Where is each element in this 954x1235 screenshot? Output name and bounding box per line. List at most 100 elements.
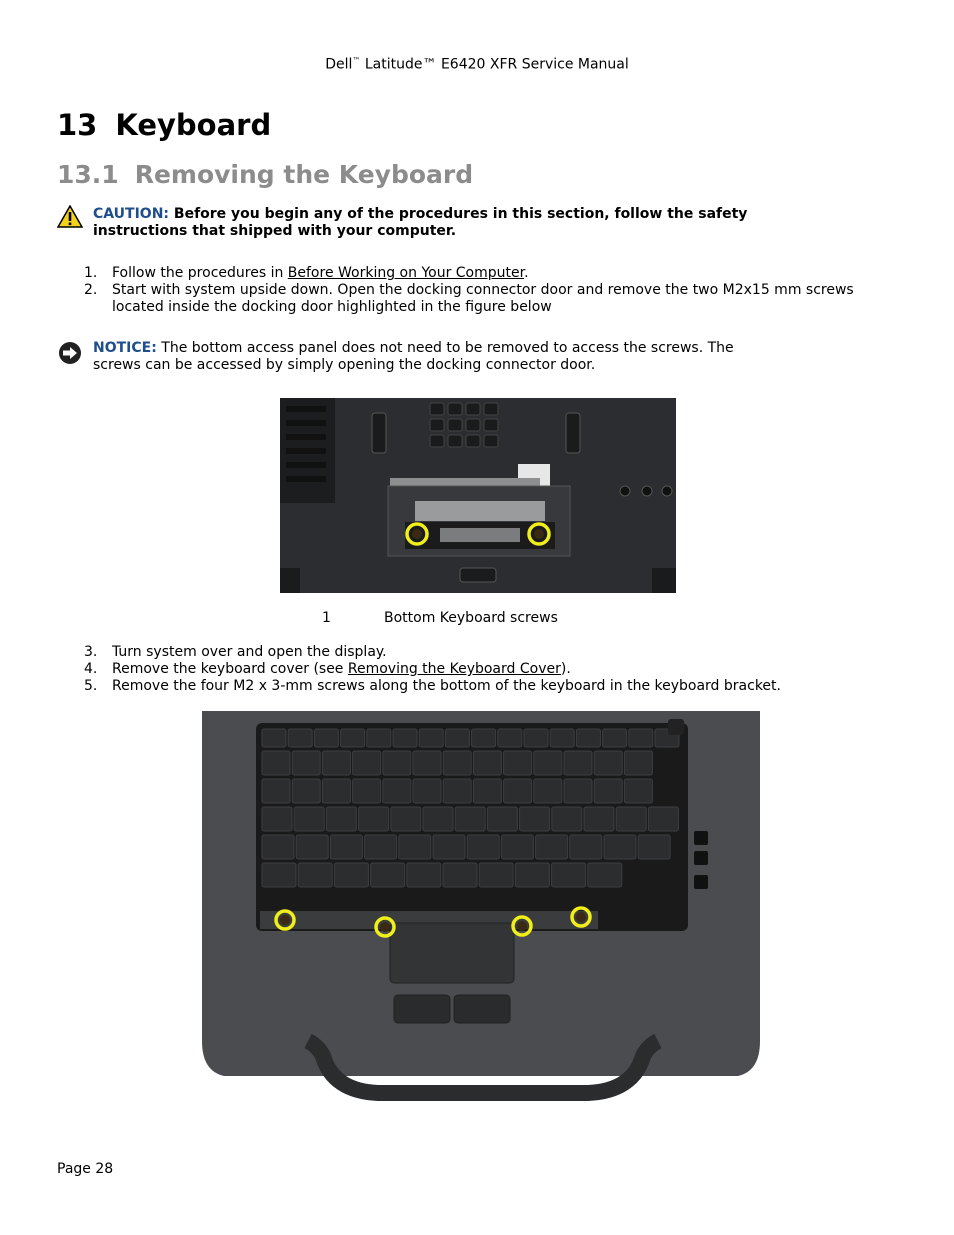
step-number: 4. <box>84 661 98 677</box>
step-text-end: ). <box>560 661 571 677</box>
page-header: Dell™ Latitude™ E6420 XFR Service Manual <box>0 56 954 73</box>
keyboard-key <box>352 778 382 804</box>
keyboard-key <box>261 778 291 804</box>
page-number: Page 28 <box>57 1161 114 1177</box>
keyboard-key <box>471 728 497 748</box>
list-item: 1. Follow the procedures in Before Worki… <box>84 265 904 282</box>
before-working-link[interactable]: Before Working on Your Computer <box>287 265 525 281</box>
keyboard-key <box>593 750 623 776</box>
keyboard-key <box>412 750 442 776</box>
header-tm: ™ <box>352 56 361 65</box>
caution-text: Before you begin any of the procedures i… <box>93 206 748 239</box>
chapter-number: 13 <box>57 108 98 142</box>
keyboard-key <box>422 806 454 832</box>
keyboard-key <box>444 728 470 748</box>
keyboard-key <box>549 728 575 748</box>
keyboard-key <box>497 728 523 748</box>
keyboard-key <box>261 834 295 860</box>
keyboard-key <box>454 806 486 832</box>
step-number: 1. <box>84 265 98 281</box>
header-brand: Dell <box>325 56 353 73</box>
keyboard-key <box>466 834 500 860</box>
keyboard-key <box>569 834 603 860</box>
keyboard-key <box>392 728 418 748</box>
keyboard-key <box>412 778 442 804</box>
keyboard-key <box>340 728 366 748</box>
keyboard-key <box>514 862 550 888</box>
step-number: 3. <box>84 644 98 660</box>
keyboard-key <box>313 728 339 748</box>
keyboard-key <box>352 750 382 776</box>
keyboard-key <box>472 778 502 804</box>
keyboard-key <box>587 862 623 888</box>
header-title: Latitude™ E6420 XFR Service Manual <box>360 56 629 73</box>
keyboard-key <box>418 728 444 748</box>
keyboard-key <box>603 834 637 860</box>
list-item: 4. Remove the keyboard cover (see Removi… <box>84 661 904 678</box>
keyboard-key <box>358 806 390 832</box>
keyboard-key <box>261 806 293 832</box>
step-number: 2. <box>84 282 98 298</box>
step-text-end: . <box>524 265 529 281</box>
keyboard-key <box>366 728 392 748</box>
keyboard-key <box>432 834 466 860</box>
steps-list-a: 1. Follow the procedures in Before Worki… <box>84 265 904 316</box>
keyboard-key <box>291 778 321 804</box>
keyboard-key <box>637 834 671 860</box>
keyboard-key <box>623 750 653 776</box>
keyboard-key <box>478 862 514 888</box>
keyboard-key <box>382 750 412 776</box>
keyboard-key <box>321 778 351 804</box>
keyboard-key <box>398 834 432 860</box>
keyboard-key <box>291 750 321 776</box>
keyboard-key <box>261 750 291 776</box>
keyboard-key <box>287 728 313 748</box>
section-number: 13.1 <box>57 160 119 189</box>
step-text: Turn system over and open the display. <box>112 644 387 660</box>
caution-note: CAUTION: Before you begin any of the pro… <box>93 206 793 240</box>
keyboard-key <box>442 750 472 776</box>
keyboard-key <box>503 750 533 776</box>
keyboard-key <box>551 806 583 832</box>
keyboard-key <box>325 806 357 832</box>
keyboard-key <box>615 806 647 832</box>
notice-text: The bottom access panel does not need to… <box>93 340 734 373</box>
keyboard-key <box>333 862 369 888</box>
keyboard-key <box>261 862 297 888</box>
keyboard-key <box>602 728 628 748</box>
step-text: Remove the four M2 x 3-mm screws along t… <box>112 678 781 694</box>
bottom-panel-photo <box>280 398 676 593</box>
keyboard-key <box>500 834 534 860</box>
step-text: Remove the keyboard cover (see <box>112 661 348 677</box>
figure-caption-text: Bottom Keyboard screws <box>384 610 558 626</box>
section-title: Removing the Keyboard <box>134 160 474 189</box>
keyboard-key <box>551 862 587 888</box>
list-item: 2. Start with system upside down. Open t… <box>84 282 904 316</box>
keyboard-key <box>364 834 398 860</box>
warning-triangle-icon <box>57 205 83 228</box>
keyboard-key <box>563 778 593 804</box>
keyboard-key <box>442 862 478 888</box>
keyboard-key <box>523 728 549 748</box>
notice-note: NOTICE: The bottom access panel does not… <box>93 340 773 374</box>
keyboard-key <box>593 778 623 804</box>
keyboard-key <box>297 862 333 888</box>
step-text: Start with system upside down. Open the … <box>112 282 854 315</box>
keyboard-key <box>575 728 601 748</box>
keyboard-key <box>623 778 653 804</box>
keyboard-key <box>293 806 325 832</box>
keyboard-key <box>442 778 472 804</box>
caution-label: CAUTION: <box>93 206 170 222</box>
list-item: 3. Turn system over and open the display… <box>84 644 904 661</box>
keyboard-key <box>503 778 533 804</box>
keyboard-key <box>535 834 569 860</box>
figure-caption-number: 1 <box>322 610 331 626</box>
keyboard-key <box>370 862 406 888</box>
keyboard-key <box>519 806 551 832</box>
notice-label: NOTICE: <box>93 340 157 356</box>
removing-keyboard-cover-link[interactable]: Removing the Keyboard Cover <box>347 661 561 677</box>
keyboard-key <box>406 862 442 888</box>
keyboard-key <box>295 834 329 860</box>
keyboard-key <box>472 750 502 776</box>
